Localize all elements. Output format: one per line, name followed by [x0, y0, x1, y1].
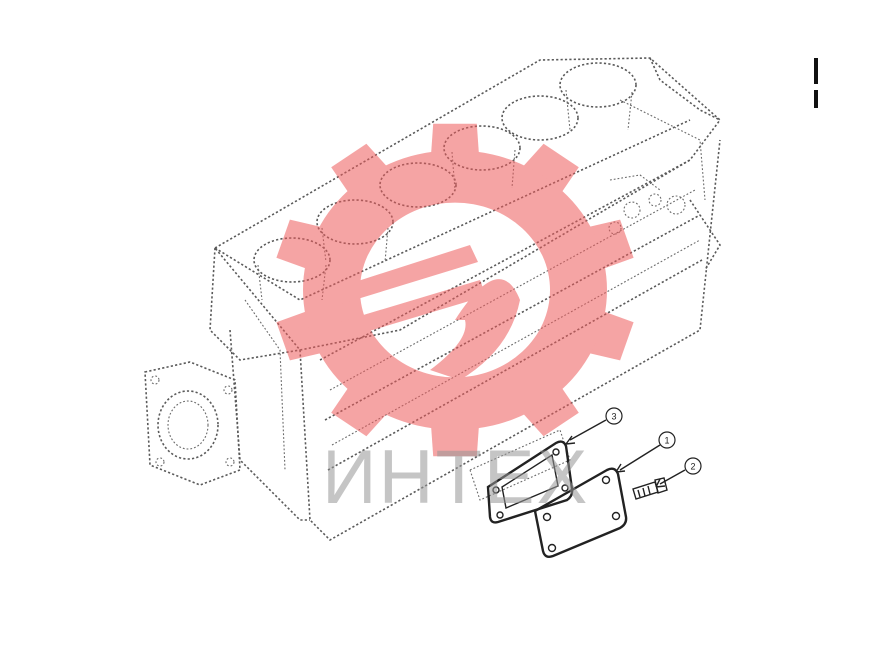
gear-tooth — [431, 426, 479, 457]
callout-2-label: 2 — [690, 462, 695, 472]
callout-1-label: 1 — [664, 436, 669, 446]
gear-tooth — [431, 123, 479, 154]
gasket-part — [486, 440, 574, 524]
gear-tooth — [522, 143, 579, 193]
gear-tooth — [522, 387, 579, 437]
callout-3: 3 — [605, 407, 623, 425]
wrench-shape — [330, 245, 520, 380]
cover-plate-part — [533, 467, 628, 559]
corner-mark — [814, 58, 818, 108]
watermark-logo — [276, 123, 634, 457]
leader-lines — [565, 419, 686, 488]
bolt-part — [632, 477, 668, 500]
gear-ring — [303, 150, 607, 430]
gear-tooth — [331, 387, 388, 437]
watermark-text: ИНТЕХ — [322, 435, 590, 520]
callout-3-label: 3 — [611, 412, 616, 422]
callout-1: 1 — [658, 431, 676, 449]
callout-2: 2 — [684, 457, 702, 475]
gear-tooth — [331, 143, 388, 193]
